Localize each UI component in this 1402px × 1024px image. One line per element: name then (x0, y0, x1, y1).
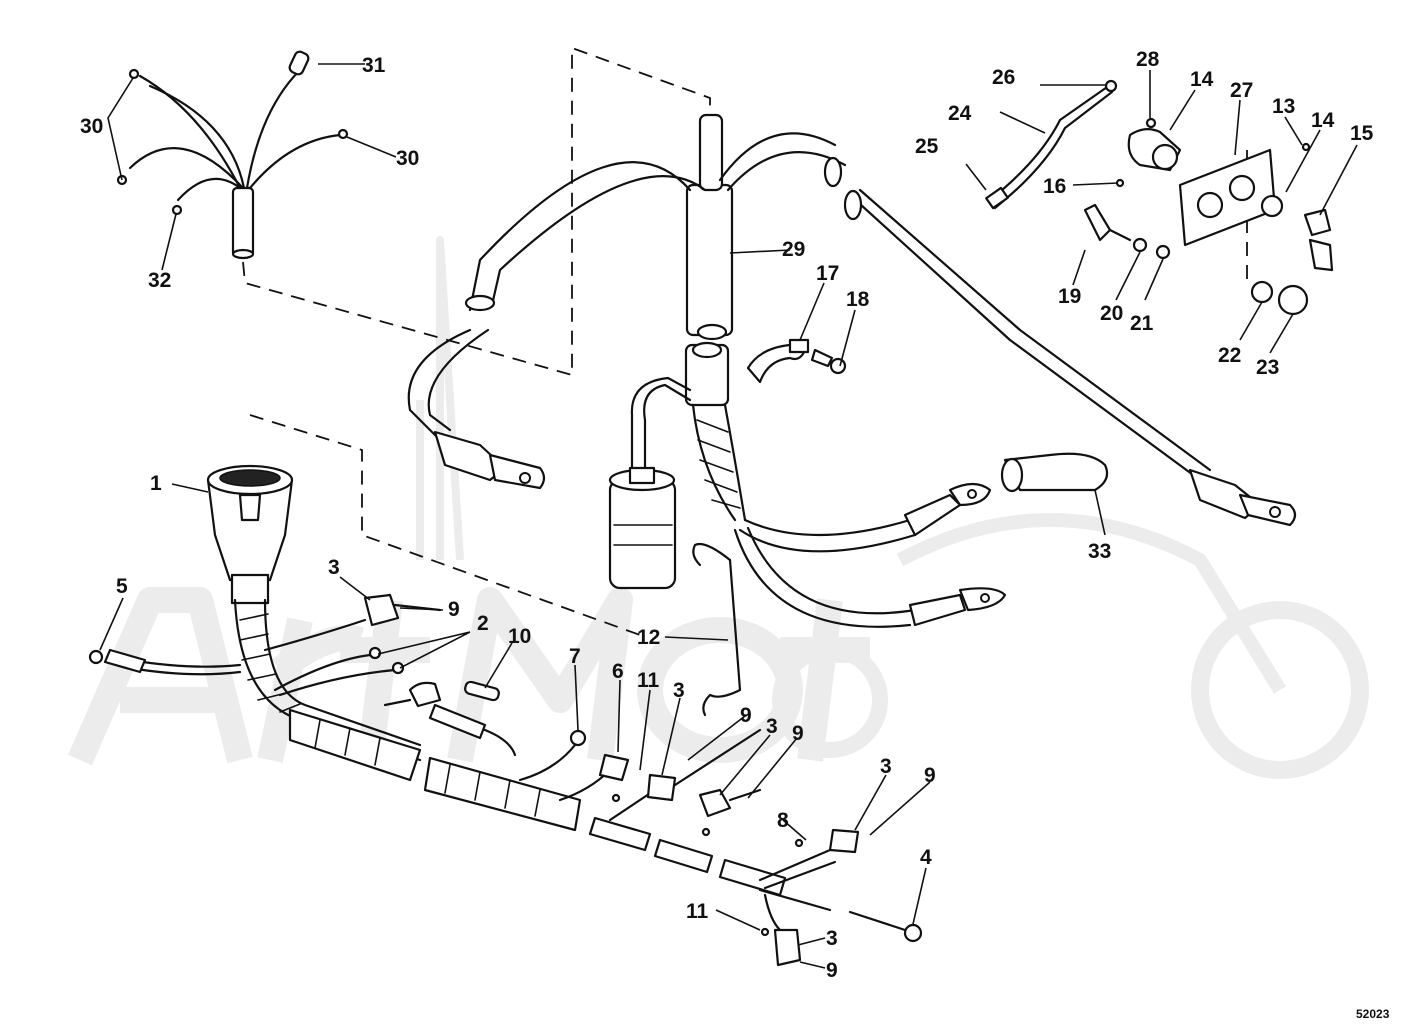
callout-21: 21 (1130, 312, 1154, 335)
main-harness-trunk (407, 113, 847, 490)
callout-4: 4 (920, 846, 932, 869)
callout-9-b: 9 (740, 704, 752, 727)
callout-30-right: 30 (396, 147, 419, 170)
main-connector (206, 464, 787, 897)
callout-15: 15 (1350, 122, 1374, 145)
callout-10: 10 (508, 625, 531, 648)
callout-11-a: 11 (637, 669, 660, 692)
canister-component (608, 376, 692, 590)
callout-32: 32 (148, 269, 171, 292)
cable-sleeve (684, 341, 1007, 628)
callout-18: 18 (846, 288, 870, 311)
drawing-code: 52023 (1356, 1007, 1390, 1021)
callout-29: 29 (782, 238, 805, 261)
callout-11-b: 11 (686, 900, 709, 923)
pigtail-harness (116, 50, 349, 260)
callout-3-b: 3 (673, 679, 685, 702)
callout-33: 33 (1088, 540, 1111, 563)
callout-27: 27 (1230, 79, 1253, 102)
callout-3-d: 3 (880, 755, 892, 778)
callout-12: 12 (637, 626, 660, 649)
jumper-wire (692, 542, 742, 717)
callout-14-right: 14 (1311, 109, 1335, 132)
leader-lines (99, 63, 1358, 969)
callout-22: 22 (1218, 344, 1241, 367)
callout-24: 24 (948, 102, 972, 125)
callout-19: 19 (1058, 285, 1081, 308)
callout-9-c: 9 (792, 722, 804, 745)
callout-31: 31 (362, 54, 386, 77)
callout-9-d: 9 (924, 764, 936, 787)
callout-7: 7 (569, 645, 581, 668)
callout-20: 20 (1100, 302, 1123, 325)
callout-28: 28 (1136, 48, 1160, 71)
callout-25: 25 (915, 135, 939, 158)
callout-23: 23 (1256, 356, 1279, 379)
callout-13: 13 (1272, 95, 1295, 118)
watermark-logo (68, 236, 1369, 779)
callout-30-left: 30 (80, 115, 103, 138)
switch-panel-assembly (985, 79, 1334, 316)
callout-9-a: 9 (448, 598, 460, 621)
long-battery-cable (843, 188, 1297, 527)
reference-dash-lines (242, 46, 1248, 636)
callout-3-e: 3 (826, 927, 838, 950)
callout-5: 5 (116, 575, 128, 598)
callout-17: 17 (816, 262, 839, 285)
callout-2: 2 (477, 612, 489, 635)
callout-1: 1 (150, 472, 162, 495)
callout-8: 8 (777, 809, 789, 832)
callout-3-a: 3 (328, 556, 340, 579)
callout-6: 6 (612, 660, 624, 683)
terminal-boot (1000, 452, 1109, 493)
cable-clamp (746, 338, 847, 384)
callout-14-top: 14 (1190, 68, 1214, 91)
lead-wires (88, 593, 923, 967)
callout-3-c: 3 (766, 715, 778, 738)
callout-26: 26 (992, 66, 1015, 89)
callout-9-e: 9 (826, 959, 838, 982)
callout-labels: 31 30 30 32 29 17 18 26 24 25 28 14 27 1… (80, 48, 1390, 1021)
callout-16: 16 (1043, 175, 1066, 198)
